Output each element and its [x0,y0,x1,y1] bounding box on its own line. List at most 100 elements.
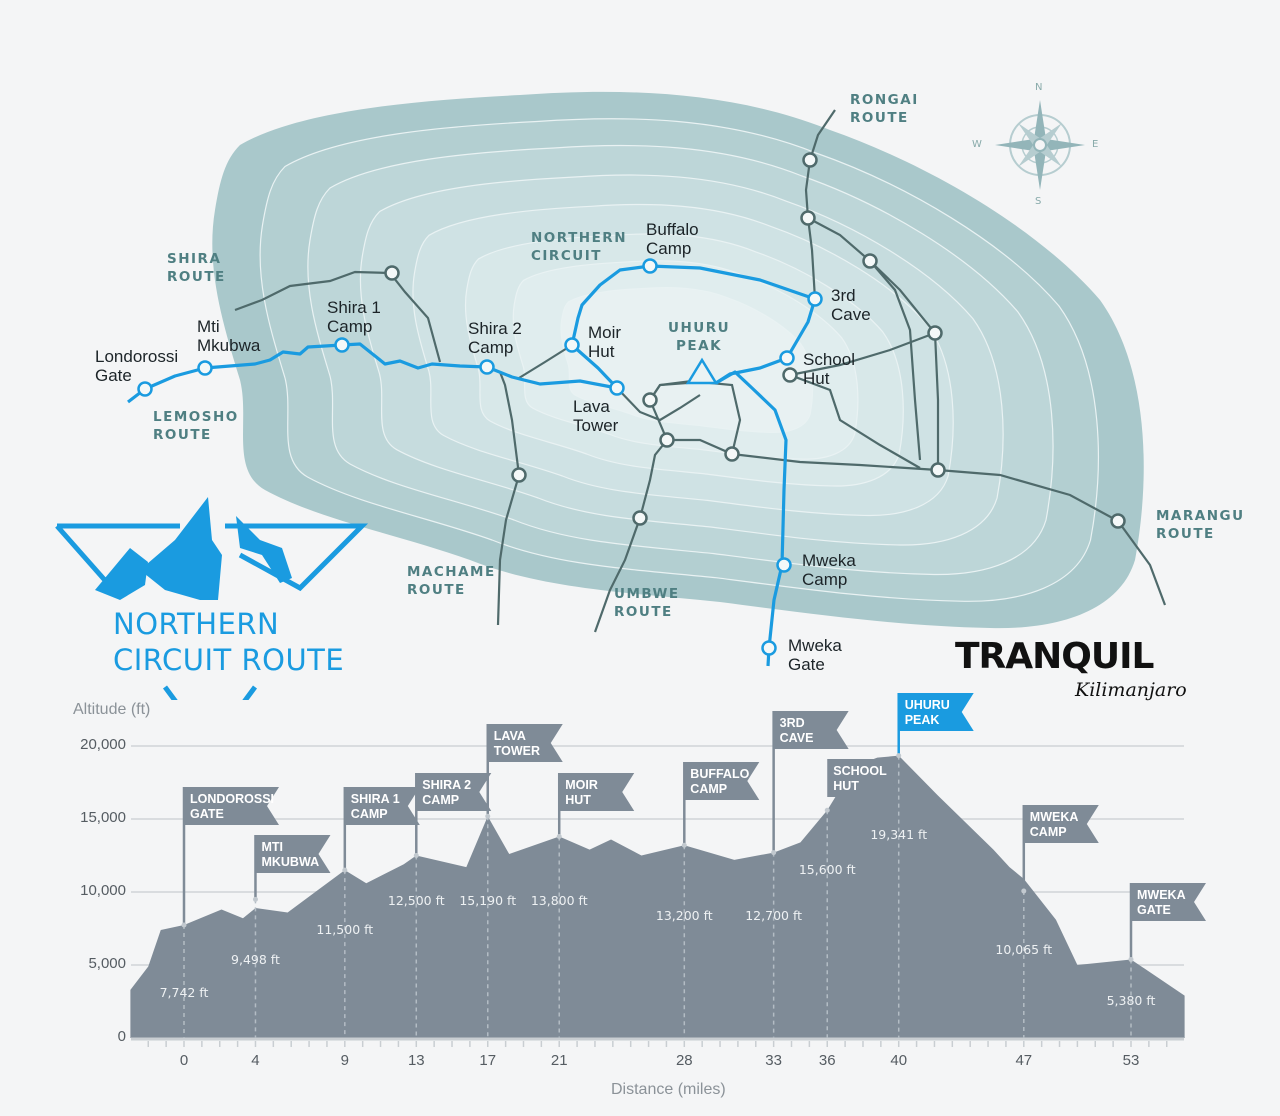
x-tick-label: 13 [408,1052,425,1069]
camp-nodes [137,152,1126,656]
flag-label: SHIRA 1 [351,792,400,806]
camp-node-icon [564,337,580,353]
station-point [252,896,258,902]
x-tick-label: 40 [890,1052,907,1069]
x-tick-label: 21 [551,1052,568,1069]
page-title: NORTHERN CIRCUIT ROUTE [113,607,345,677]
y-tick-label: 5,000 [88,955,126,972]
altitude-value-label: 9,498 ft [231,952,280,967]
junction-node-icon [862,253,878,269]
camp-label-lava-tower: Lava Tower [573,397,619,435]
rongai-route-label: RONGAI ROUTE [850,92,919,126]
northern-circuit-label: NORTHERN CIRCUIT [531,230,627,264]
camp-label-mweka-camp: Mweka Camp [802,551,856,589]
flag-label: UHURU [905,698,950,712]
route-map [55,91,1167,700]
compass-s: S [1035,196,1042,207]
x-tick-label: 53 [1123,1052,1140,1069]
flag-label: 3RD [780,716,805,730]
camp-label-mweka-gate: Mweka Gate [788,636,842,674]
station-point [1128,956,1134,962]
descent-route-line [715,370,788,667]
flag-label: MKUBWA [261,855,319,869]
flag-label: HUT [565,793,591,807]
flag-shape [559,773,635,811]
y-tick-label: 10,000 [80,882,126,899]
junction-node-icon [930,462,946,478]
altitude-value-label: 10,065 ft [995,942,1052,957]
camp-node-icon [197,360,213,376]
altitude-value-label: 15,600 ft [799,862,856,877]
camp-node-icon [807,291,823,307]
flag-shape [773,711,849,749]
compass-n: N [1035,82,1043,93]
flag-shape [684,762,760,800]
camp-label-londorossi: Londorossi Gate [95,347,179,385]
compass-e: E [1092,139,1099,150]
camp-label-buffalo: Buffalo Camp [646,220,699,258]
altitude-value-label: 7,742 ft [160,985,209,1000]
flag-label: CAMP [1030,825,1067,839]
y-tick-label: 0 [117,1028,126,1045]
camp-label-mti-mkubwa: Mti Mkubwa [197,317,261,355]
camp-label-3rd-cave: 3rd Cave [831,286,871,324]
mountain-peaks-icon [95,497,292,600]
junction-node-icon [782,367,798,383]
altitude-value-label: 13,200 ft [656,908,713,923]
camp-node-icon [642,258,658,274]
altitude-value-label: 11,500 ft [316,922,373,937]
altitude-value-label: 5,380 ft [1107,993,1156,1008]
x-axis-title: Distance (miles) [611,1081,726,1098]
x-tick-label: 28 [676,1052,693,1069]
brand-logo-subtext: Kilimanjaro [1075,679,1187,701]
flag-label: BUFFALO [690,767,749,781]
camp-label-moir-hut: Moir Hut [588,323,622,361]
machame-link-line [518,344,573,379]
flag-label: MWEKA [1030,810,1079,824]
y-axis-title: Altitude (ft) [73,701,151,718]
flag-label: MWEKA [1137,888,1186,902]
flag-shape [827,759,903,797]
station-point [896,753,902,759]
station-point [485,813,491,819]
title-chevron-icon [162,685,258,700]
marangu-route-label: MARANGU ROUTE [1156,508,1245,542]
altitude-value-label: 19,341 ft [870,827,927,842]
umbwe-route-label: UMBWE ROUTE [614,586,680,620]
flag-label: MOIR [565,778,598,792]
flag-label: GATE [190,807,224,821]
shira-route-line [234,270,442,363]
junction-node-icon [632,510,648,526]
flag-shape [1023,805,1099,843]
camp-node-icon [761,640,777,656]
mountain-terrain [212,91,1144,629]
x-tick-label: 47 [1015,1052,1032,1069]
flag-label: SHIRA 2 [422,778,471,792]
junction-node-icon [800,210,816,226]
y-tick-label: 20,000 [80,736,126,753]
flag-label: LONDOROSSI [190,792,274,806]
station-point [556,834,562,840]
camp-node-icon [334,337,350,353]
uhuru-peak-label: UHURU PEAK [668,320,731,354]
kibo-link-line [869,260,922,461]
altitude-value-label: 12,500 ft [388,893,445,908]
altitude-value-label: 12,700 ft [745,908,802,923]
flag-shape [1131,883,1206,921]
flag-shape [184,787,279,825]
x-tick-label: 33 [765,1052,782,1069]
lemosho-route-label: LEMOSHO ROUTE [153,409,239,443]
camp-label-shira-2: Shira 2 Camp [468,319,522,357]
altitude-value-label: 13,800 ft [531,893,588,908]
camp-label-shira-1: Shira 1 Camp [327,298,381,336]
